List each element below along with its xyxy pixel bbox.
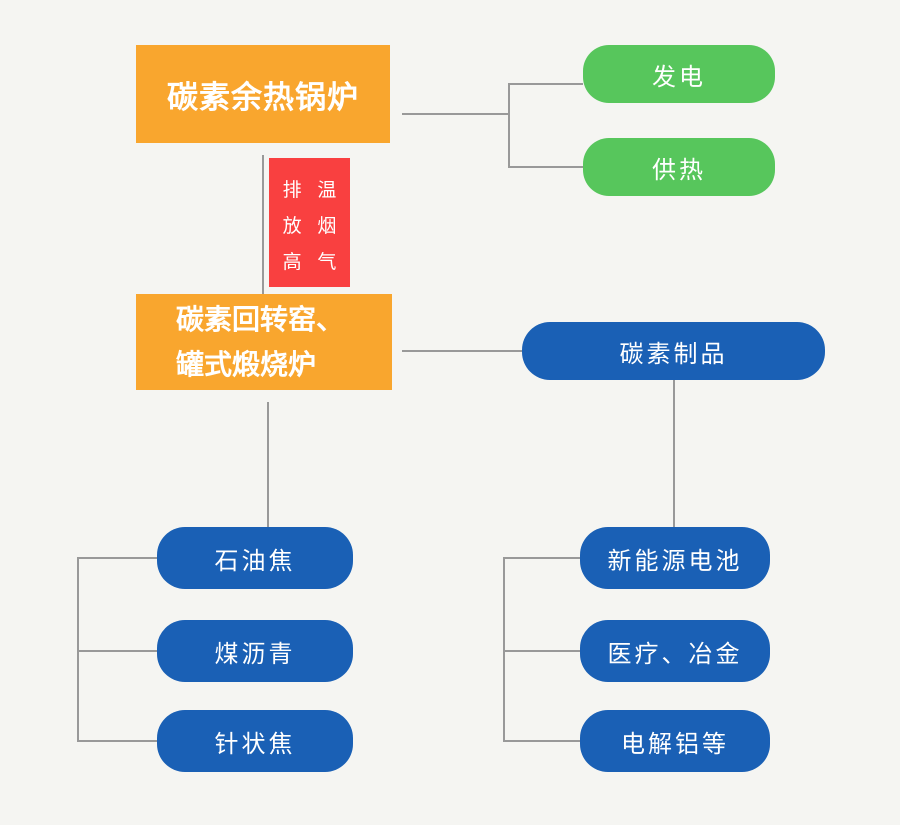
node-label: 发电 [652,62,706,91]
connector-boiler-to-kiln [262,155,264,294]
connector-to-medical-metallurgy [503,650,580,652]
node-electrolytic-aluminum: 电解铝等 [580,710,780,782]
node-label: 石油焦 [214,546,296,575]
node-new-energy-battery: 新能源电池 [580,527,780,599]
connector-products-to-applications [673,380,675,527]
node-petroleum-coke: 石油焦 [157,527,363,599]
node-label: 新能源电池 [607,546,743,575]
flue-gas-column-1: 排放高 [282,178,302,273]
node-label-line2: 罐式煅烧炉 [176,348,317,381]
node-coal-tar-pitch: 煤沥青 [157,620,363,692]
flue-gas-column-2: 温烟气 [317,178,337,273]
connector-to-new-energy-battery [503,557,580,559]
connector-raw-materials-bracket [77,557,79,741]
node-needle-coke: 针状焦 [157,710,363,782]
node-label: 供热 [652,155,706,184]
node-carbon-products: 碳素制品 [522,322,835,390]
node-flue-gas-label: 排放高 温烟气 [269,158,350,287]
connector-to-needle-coke [77,740,157,742]
connector-kiln-to-carbon-products [402,350,523,352]
connector-kiln-to-raw-materials [267,402,269,527]
node-rotary-kiln-calciner: 碳素回转窑、 罐式煅烧炉 [136,294,402,400]
connector-outputs-bracket [508,83,510,168]
connector-to-petroleum-coke [77,557,157,559]
connector-boiler-right-stem [402,113,509,115]
node-waste-heat-boiler: 碳素余热锅炉 [136,45,400,153]
node-label-line1: 碳素回转窑、 [176,303,345,336]
connector-applications-bracket [503,557,505,741]
node-label: 煤沥青 [214,639,296,668]
connector-to-coal-tar-pitch [77,650,157,652]
node-label: 针状焦 [214,729,296,758]
connector-to-power-generation [509,83,583,85]
node-heat-supply: 供热 [583,138,785,206]
node-power-generation: 发电 [583,45,785,113]
node-label: 医疗、冶金 [607,639,743,668]
connector-to-heat-supply [509,166,583,168]
node-medical-metallurgy: 医疗、冶金 [580,620,780,692]
node-label: 碳素余热锅炉 [167,79,359,116]
node-label: 电解铝等 [621,729,729,758]
node-label: 碳素制品 [619,339,728,368]
connector-to-electrolytic-aluminum [503,740,580,742]
